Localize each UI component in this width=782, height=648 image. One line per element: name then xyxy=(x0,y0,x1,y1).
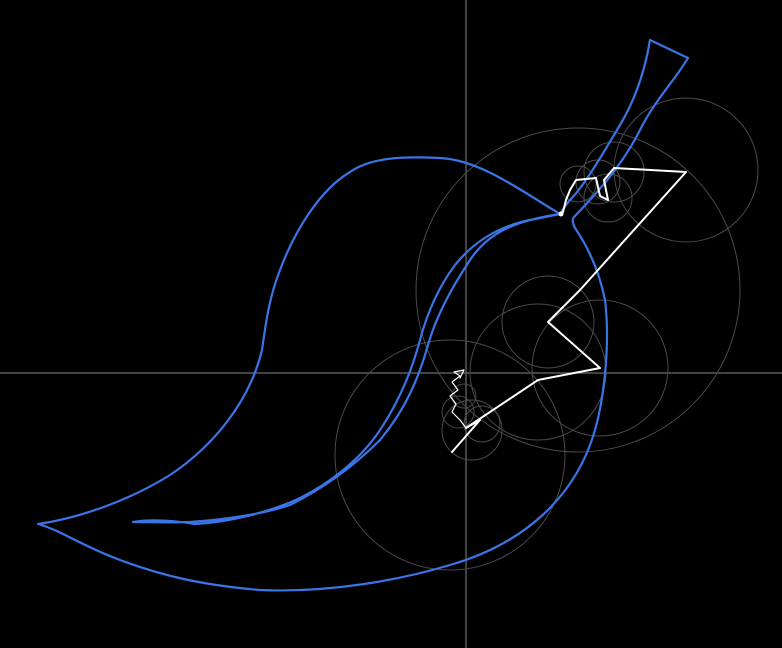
pen-tip-dot xyxy=(558,211,564,217)
epicycle-circle-1 xyxy=(334,339,566,571)
epicycle-circle-7 xyxy=(583,141,645,203)
arm-chain-small-loops-lower xyxy=(449,369,467,429)
arm-chain-main xyxy=(451,167,687,453)
leaf-inner-midrib xyxy=(131,212,562,526)
epicycle-circle-3 xyxy=(531,299,669,437)
epicycle-circles xyxy=(334,97,759,571)
epicycle-circle-11 xyxy=(441,399,503,461)
epicycle-circle-9 xyxy=(559,165,597,203)
leaf-outer-outline xyxy=(36,38,690,592)
epicycle-circle-14 xyxy=(451,383,477,409)
epicycle-circle-4 xyxy=(501,275,595,369)
epicycle-circle-13 xyxy=(463,405,501,443)
epicycle-arm-chain xyxy=(449,167,687,453)
epicycle-circle-12 xyxy=(441,395,475,429)
traced-leaf-path xyxy=(36,38,690,592)
epicycle-circle-2 xyxy=(469,303,607,441)
epicycle-circle-5 xyxy=(415,127,741,453)
